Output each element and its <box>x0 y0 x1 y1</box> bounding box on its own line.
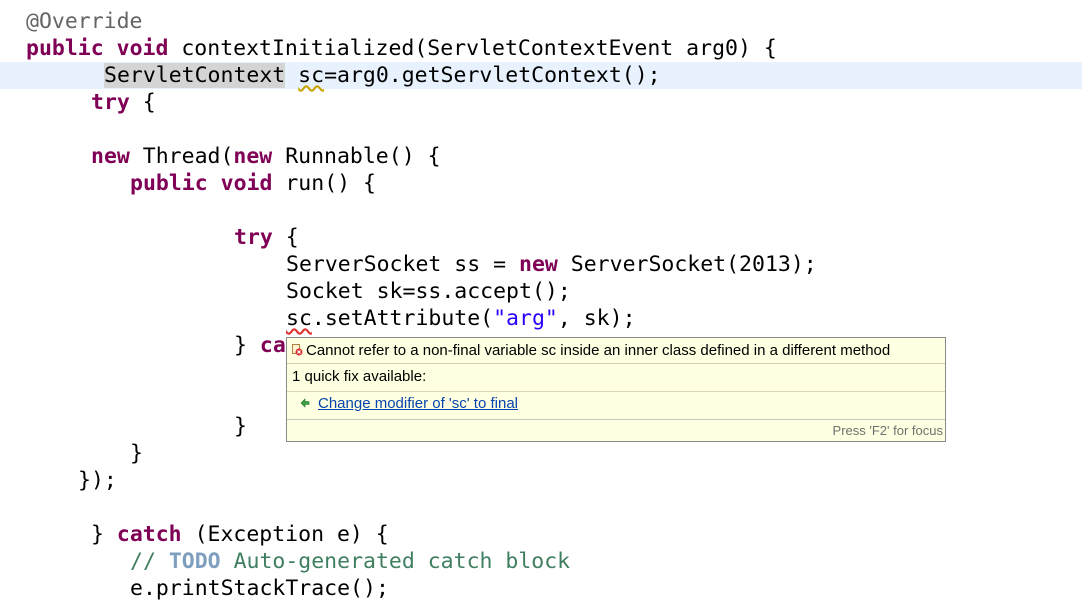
keyword: void <box>220 171 273 196</box>
code-line: public void run() { <box>0 170 1082 197</box>
code-text: run() { <box>285 171 376 196</box>
keyword: catch <box>116 522 182 547</box>
code-line: ServerSocket ss = new ServerSocket(2013)… <box>0 251 1082 278</box>
code-line: @Override <box>0 8 1082 35</box>
string-literal: "arg" <box>493 306 558 331</box>
code-text: (Exception e) { <box>181 522 389 547</box>
code-text: .setAttribute( <box>311 306 494 331</box>
code-text: e.printStackTrace(); <box>130 576 389 601</box>
error-hover-popup[interactable]: Cannot refer to a non-final variable sc … <box>286 337 946 442</box>
error-message-row: Cannot refer to a non-final variable sc … <box>287 338 945 364</box>
keyword: public <box>26 36 104 61</box>
keyword: ca <box>259 333 286 358</box>
code-line: try { <box>0 224 1082 251</box>
code-line: public void contextInitialized(ServletCo… <box>0 35 1082 62</box>
error-variable[interactable]: sc <box>286 306 312 331</box>
quick-fix-link[interactable]: Change modifier of 'sc' to final <box>318 395 518 412</box>
code-text: { <box>129 90 156 115</box>
code-line: // TODO Auto-generated catch block <box>0 548 1082 575</box>
code-text: contextInitialized(ServletContextEvent a… <box>181 36 777 61</box>
code-text: , sk); <box>557 306 636 331</box>
quick-fix-item[interactable]: Change modifier of 'sc' to final <box>300 395 518 412</box>
code-line: e.printStackTrace(); <box>0 575 1082 602</box>
code-line: Socket sk=ss.accept(); <box>0 278 1082 305</box>
comment: Auto-generated catch block <box>220 549 571 574</box>
divider <box>287 419 945 420</box>
code-line: } <box>0 413 1082 440</box>
code-text: Runnable() { <box>272 144 441 169</box>
code-line: } catch (Exception e) { <box>0 521 1082 548</box>
variable-occurrence[interactable]: sc <box>298 63 325 88</box>
code-text: ServerSocket ss = <box>286 252 519 277</box>
code-text: ServerSocket(2013); <box>557 252 817 277</box>
code-text: { <box>272 225 299 250</box>
keyword: new <box>233 144 273 169</box>
code-line: }); <box>0 467 1082 494</box>
keyword: try <box>91 90 130 115</box>
comment: // <box>130 549 169 574</box>
error-icon <box>292 344 303 356</box>
annotation: @Override <box>26 9 143 34</box>
code-line: } ca <box>0 332 1082 359</box>
quick-fix-count: 1 quick fix available: <box>292 368 427 385</box>
error-message: Cannot refer to a non-final variable sc … <box>306 342 891 359</box>
code-text: } <box>130 441 143 466</box>
keyword: new <box>519 252 558 277</box>
keyword: public <box>130 171 208 196</box>
divider <box>287 391 945 392</box>
code-text: } <box>91 522 117 547</box>
code-text: }); <box>78 468 117 493</box>
keyword: try <box>234 225 273 250</box>
todo-tag: TODO <box>168 549 221 574</box>
keyword: new <box>91 144 130 169</box>
focus-hint: Press 'F2' for focus <box>832 423 943 438</box>
code-line: sc.setAttribute("arg", sk); <box>0 305 1082 332</box>
keyword: void <box>116 36 169 61</box>
current-line: ServletContext sc=arg0.getServletContext… <box>0 62 1082 89</box>
code-line: } <box>0 440 1082 467</box>
code-text: Thread( <box>129 144 234 169</box>
selected-type[interactable]: ServletContext <box>104 63 286 88</box>
code-text: Socket sk=ss.accept(); <box>286 279 571 304</box>
code-line: try { <box>0 89 1082 116</box>
code-text: } <box>234 414 247 439</box>
code-line: new Thread(new Runnable() { <box>0 143 1082 170</box>
code-text: } <box>234 333 260 358</box>
code-text: =arg0.getServletContext(); <box>324 63 661 88</box>
quick-fix-icon <box>300 398 310 408</box>
